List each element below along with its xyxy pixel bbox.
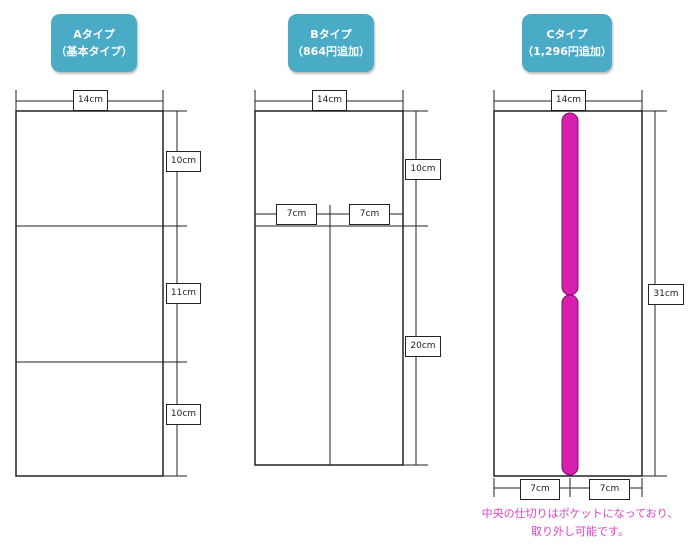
type-c-box xyxy=(493,110,643,477)
b-height2-label: 20cm xyxy=(405,336,441,357)
pocket-divider-upper xyxy=(561,112,579,296)
type-a-subtitle: （基本タイプ） xyxy=(55,45,133,58)
b-height1-label: 10cm xyxy=(405,159,441,180)
c-width-label: 14cm xyxy=(551,90,586,111)
b-right-width-label: 7cm xyxy=(349,204,390,225)
b-left-width-label: 7cm xyxy=(276,204,317,225)
a-height2-label: 11cm xyxy=(166,283,201,304)
type-a-box xyxy=(15,110,164,477)
type-c-title: Cタイプ xyxy=(546,28,588,41)
note-line-1: 中央の仕切りはポケットになっており、 xyxy=(481,507,679,520)
type-c-subtitle: （1,296円追加） xyxy=(522,45,612,58)
note-line-2: 取り外し可能です。 xyxy=(531,525,629,538)
a-height3-label: 10cm xyxy=(166,404,201,425)
type-b-title: Bタイプ xyxy=(310,28,352,41)
a-width-label: 14cm xyxy=(73,90,108,111)
type-b-subtitle: （864円追加） xyxy=(292,45,370,58)
c-height-label: 31cm xyxy=(648,284,684,305)
b-width-label: 14cm xyxy=(312,90,347,111)
type-b-badge: Bタイプ （864円追加） xyxy=(288,14,374,72)
type-a-title: Aタイプ xyxy=(73,28,115,41)
type-b-box xyxy=(254,110,404,466)
c-left-width-label: 7cm xyxy=(520,479,560,500)
a-height1-label: 10cm xyxy=(166,151,201,172)
type-a-badge: Aタイプ （基本タイプ） xyxy=(51,14,137,72)
c-right-width-label: 7cm xyxy=(589,479,630,500)
pocket-divider-lower xyxy=(561,294,579,476)
type-c-badge: Cタイプ （1,296円追加） xyxy=(522,14,612,72)
